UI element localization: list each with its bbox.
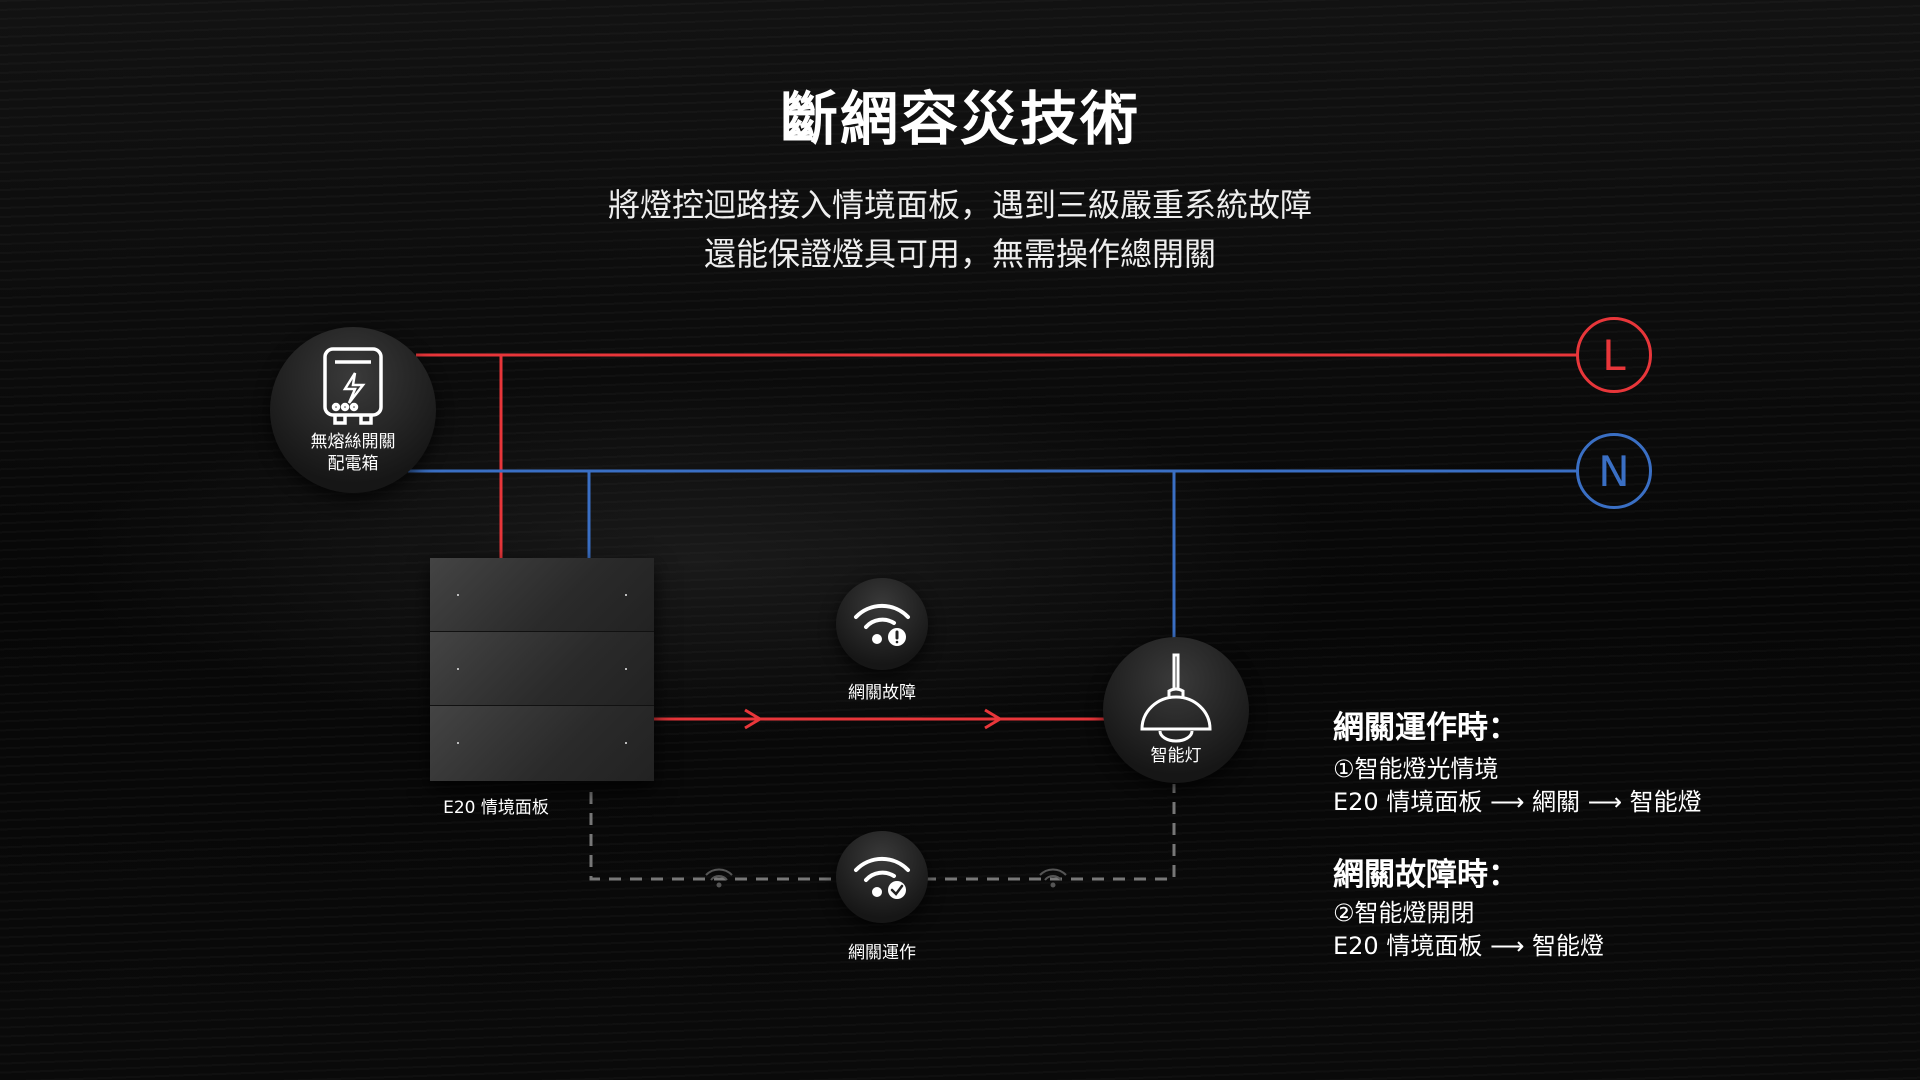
e20-scene-panel[interactable] (430, 558, 654, 781)
pendant-lamp-icon (1140, 653, 1212, 743)
gateway-fault-label: 網關故障 (848, 683, 916, 703)
live-terminal: L (1576, 317, 1652, 393)
breaker-box-node: 無熔絲開關 配電箱 (270, 327, 436, 493)
subtitle-line-2: 還能保證燈具可用，無需操作總開關 (703, 235, 1216, 273)
smart-lamp-node[interactable]: 智能灯 (1103, 637, 1249, 783)
page-title: 斷網容災技術 (779, 85, 1140, 153)
electrical-box-icon (323, 347, 383, 425)
info-heading-gateway-fault: 網關故障時： (1333, 857, 1519, 893)
arrow-2 (984, 708, 1003, 730)
neutral-terminal: N (1576, 433, 1652, 509)
gateway-ok-label: 網關運作 (848, 943, 916, 963)
arrow-1 (744, 708, 763, 730)
panel-button[interactable] (430, 632, 654, 706)
wifi-signal-icon (705, 868, 1067, 888)
subtitle-line-1: 將燈控迴路接入情境面板，遇到三級嚴重系統故障 (607, 186, 1312, 224)
panel-button[interactable] (430, 706, 654, 781)
gateway-fault-node (836, 578, 928, 670)
smart-lamp-label: 智能灯 (1150, 746, 1202, 766)
panel-label: E20 情境面板 (443, 798, 549, 818)
info-scene-text: ①智能燈光情境 (1333, 755, 1499, 783)
info-path-gateway-ok: E20 情境面板 ⟶ 網關 ⟶ 智能燈 (1333, 788, 1702, 816)
breaker-label-2: 配電箱 (327, 454, 379, 474)
breaker-label-1: 無熔絲開關 (310, 432, 396, 452)
panel-button[interactable] (430, 558, 654, 632)
info-heading-gateway-ok: 網關運作時： (1333, 710, 1519, 746)
info-path-gateway-fault: E20 情境面板 ⟶ 智能燈 (1333, 932, 1604, 960)
wifi-check-icon (854, 856, 910, 899)
wifi-alert-icon (854, 603, 910, 646)
gateway-ok-node (836, 831, 928, 923)
info-switch-text: ②智能燈開閉 (1333, 899, 1475, 927)
